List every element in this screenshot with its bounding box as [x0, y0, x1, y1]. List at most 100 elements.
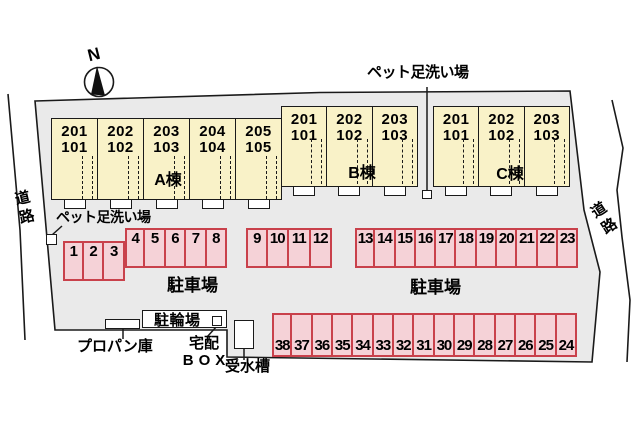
entrance-step — [445, 186, 468, 196]
unit-number-lower: 103 — [381, 127, 409, 144]
delivery-box-label-line2: BOX — [182, 351, 231, 369]
parking-spot-number: 35 — [334, 337, 351, 354]
unit-number-upper: 201 — [442, 111, 470, 128]
parking-spot-number: 14 — [377, 230, 393, 247]
entrance-step — [109, 199, 132, 209]
parking-spot: 21 — [515, 228, 538, 268]
unit-number-lower: 102 — [336, 127, 363, 144]
parking-spot-number: 2 — [89, 243, 97, 260]
unit-number-upper: 202 — [488, 111, 515, 128]
parking-spot-number: 25 — [538, 337, 554, 354]
building-name-label: B棟 — [348, 165, 376, 182]
building-name-label: C棟 — [496, 166, 524, 183]
propane-storage-label: プロパン庫 — [77, 338, 153, 355]
parking-spot-number: 13 — [357, 230, 374, 247]
entrance-step — [490, 186, 513, 196]
delivery-box-label-line1: 宅配 — [188, 335, 219, 352]
parking-spot-number: 24 — [558, 337, 575, 354]
entrance-step — [63, 199, 86, 209]
unit-entrance-dashes — [174, 156, 185, 199]
entrance-step — [201, 199, 224, 209]
parking-spot-number: 8 — [212, 230, 220, 247]
parking-spot-number: 36 — [314, 337, 331, 354]
parking-area-label-left: 駐車場 — [167, 276, 218, 295]
parking-spot: 14 — [373, 228, 396, 268]
parking-spot: 4 — [125, 228, 146, 268]
parking-spot: 2 — [81, 241, 105, 281]
parking-spot-number: 5 — [150, 230, 159, 247]
parking-area-label-right: 駐車場 — [410, 278, 461, 297]
unit-number-upper: 201 — [61, 123, 88, 140]
unit-number-upper: 204 — [199, 123, 226, 140]
bicycle-parking-box: 駐輪場 — [142, 310, 227, 329]
parking-spot: 17 — [434, 228, 457, 268]
parking-spot: 22 — [535, 228, 558, 268]
parking-spot-number: 37 — [294, 337, 310, 354]
entrance-step — [155, 199, 178, 209]
parking-spot-number: 34 — [355, 337, 371, 354]
delivery-box-icon — [212, 316, 222, 326]
water-tank-label: 受水槽 — [225, 358, 271, 375]
unit-entrance-dashes — [508, 139, 520, 184]
parking-spot-number: 26 — [517, 337, 534, 354]
parking-spot: 20 — [495, 228, 518, 268]
parking-spot: 37 — [290, 313, 313, 357]
propane-storage-box — [105, 319, 140, 329]
unit-entrance-dashes — [220, 156, 231, 199]
parking-spot-number: 23 — [559, 230, 576, 247]
parking-spot-number: 33 — [375, 337, 392, 354]
parking-spot: 31 — [412, 313, 435, 357]
unit-number-upper: 201 — [290, 111, 318, 128]
parking-spot-number: 21 — [519, 230, 535, 247]
entrance-step — [338, 186, 361, 196]
unit-number-upper: 203 — [153, 123, 180, 140]
parking-spot-number: 3 — [110, 243, 118, 260]
parking-spot: 12 — [308, 228, 332, 268]
parking-spot: 33 — [371, 313, 395, 357]
unit-number-lower: 101 — [61, 139, 88, 156]
unit-entrance-dashes — [356, 139, 368, 184]
unit-number-upper: 203 — [381, 111, 409, 128]
unit-entrance-dashes — [82, 156, 93, 199]
parking-spot-number: 30 — [436, 337, 453, 354]
parking-spot: 9 — [246, 228, 268, 268]
parking-spot: 15 — [393, 228, 416, 268]
parking-spot-number: 9 — [253, 230, 261, 247]
unit-entrance-dashes — [401, 139, 413, 184]
parking-spot-number: 7 — [191, 230, 200, 247]
unit-entrance-dashes — [553, 139, 565, 184]
pet-wash-label-top: ペット足洗い場 — [367, 64, 469, 81]
parking-spot-number: 6 — [171, 230, 179, 247]
parking-spot: 7 — [184, 228, 207, 268]
unit-number-upper: 202 — [336, 111, 363, 128]
parking-spot: 19 — [474, 228, 498, 268]
delivery-box-label: 宅配 BOX — [181, 335, 227, 369]
parking-spot-number: 19 — [478, 230, 495, 247]
parking-spot-number: 27 — [497, 337, 514, 354]
unit-number-lower: 103 — [153, 139, 180, 156]
parking-spot: 34 — [351, 313, 374, 357]
unit-entrance-dashes — [266, 156, 277, 199]
parking-spot: 30 — [432, 313, 456, 357]
